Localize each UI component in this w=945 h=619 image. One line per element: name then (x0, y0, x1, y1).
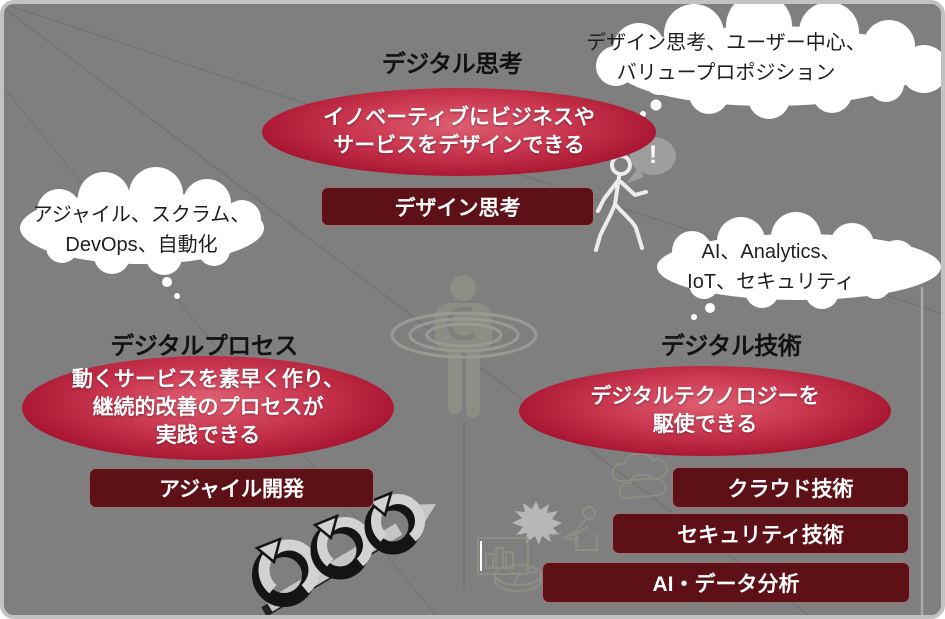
capability-line: デジタルテクノロジーを (590, 385, 820, 409)
thought-line: AI、Analytics、 (701, 241, 841, 263)
spark-burst-icon (512, 501, 563, 545)
thought-cloud-ai (657, 212, 941, 320)
capability-ellipse-design: イノベーティブにビジネスや サービスをデザインできる (262, 88, 656, 176)
capability-line: サービスをデザインできる (333, 134, 585, 157)
thought-line: DevOps、自動化 (65, 234, 218, 256)
capability-line: 動くサービスを素早く作り、 (71, 368, 345, 392)
skill-box-ai-data-analysis: AI・データ分析 (542, 562, 910, 603)
person-in-whirlpool-icon (390, 275, 538, 418)
section-title-digital-technology: デジタル技術 (660, 333, 802, 360)
thought-line: バリュープロポジション (616, 62, 836, 84)
cloud-computing-icon (611, 453, 668, 499)
capability-line: 実践できる (155, 423, 261, 447)
skill-box-security-tech: セキュリティ技術 (612, 513, 909, 554)
skill-box-agile-dev: アジャイル開発 (89, 468, 374, 508)
thought-cloud-agile (20, 167, 264, 299)
pie-chart-icon (494, 564, 542, 592)
thought-line: IoT、セキュリティ (687, 271, 855, 293)
thought-text-design: デザイン思考、ユーザー中心、 バリュープロポジション (576, 28, 876, 88)
skill-box-design-thinking: デザイン思考 (321, 187, 594, 226)
iteration-cycle-arrows-icon (252, 490, 436, 615)
section-title-digital-thinking: デジタル思考 (381, 51, 523, 78)
skill-box-cloud-tech: クラウド技術 (672, 467, 909, 508)
capability-line: 駆使できる (652, 413, 758, 436)
thought-line: デザイン思考、ユーザー中心、 (586, 32, 866, 54)
capability-ellipse-technology: デジタルテクノロジーを 駆使できる (519, 366, 891, 456)
walking-person-icon (594, 154, 648, 252)
capability-ellipse-process: 動くサービスを素早く作り、 継続的改善のプロセスが 実践できる (22, 356, 394, 460)
thought-text-ai: AI、Analytics、 IoT、セキュリティ (656, 237, 886, 297)
capability-line: 継続的改善のプロセスが (92, 396, 324, 420)
thought-text-agile: アジャイル、スクラム、 DevOps、自動化 (24, 200, 259, 260)
thought-cloud-design (596, 4, 941, 119)
person-at-laptop-icon (563, 506, 598, 551)
background-graphics (4, 4, 941, 615)
capability-line: イノベーティブにビジネスや (323, 106, 595, 130)
bar-chart-monitor-icon (477, 537, 529, 575)
section-title-digital-process: デジタルプロセス (110, 333, 298, 360)
exclamation-text: ! (648, 141, 658, 169)
thought-line: アジャイル、スクラム、 (32, 204, 251, 226)
